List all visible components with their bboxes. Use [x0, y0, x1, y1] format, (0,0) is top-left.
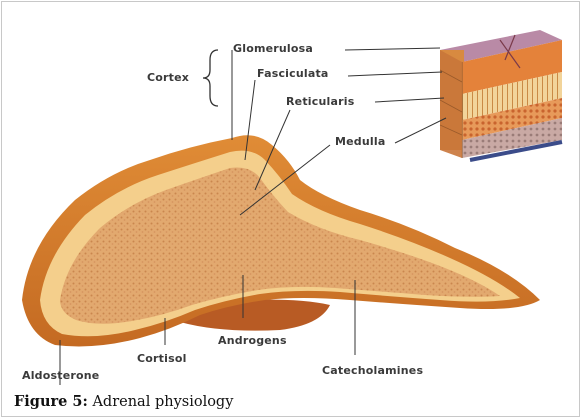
- tissue-block: [440, 30, 562, 160]
- label-aldosterone: Aldosterone: [22, 369, 99, 382]
- label-reticularis: Reticularis: [286, 95, 354, 108]
- caption-text: Adrenal physiology: [88, 394, 234, 410]
- label-catecholamines: Catecholamines: [322, 364, 423, 377]
- cortex-bracket: [203, 50, 218, 106]
- label-cortex: Cortex: [147, 71, 189, 84]
- label-fasciculata: Fasciculata: [257, 67, 329, 80]
- label-cortisol: Cortisol: [137, 352, 187, 365]
- label-glomerulosa: Glomerulosa: [233, 42, 313, 55]
- label-medulla: Medulla: [335, 135, 385, 148]
- label-androgens: Androgens: [218, 334, 287, 347]
- figure-caption: Figure 5: Adrenal physiology: [14, 393, 233, 410]
- caption-label: Figure 5:: [14, 393, 88, 410]
